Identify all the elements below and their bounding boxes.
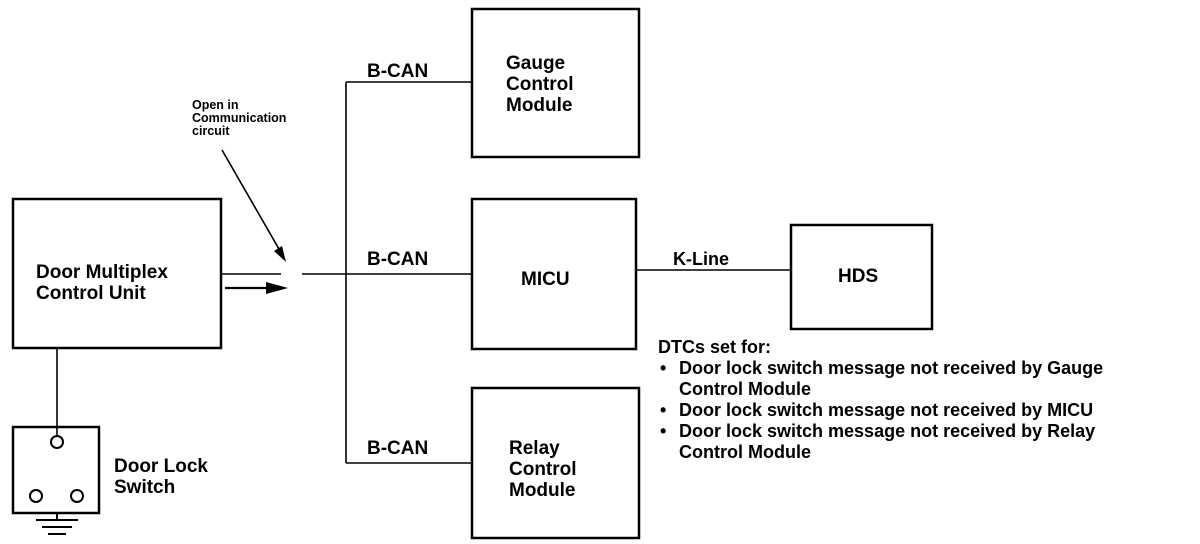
gauge-label-line3: Module: [506, 95, 573, 116]
switch-contact-left: [29, 489, 43, 503]
micu-label: MICU: [521, 269, 570, 290]
hds-label: HDS: [838, 266, 879, 287]
dtc-item-micu-line1: Door lock switch message not received by…: [679, 400, 1094, 420]
door-lock-switch-label-line2: Switch: [114, 477, 176, 498]
dtc-list: DTCs set for: • Door lock switch message…: [658, 337, 1103, 463]
relay-label: Relay Control Module: [509, 438, 577, 501]
door-multiplex-label-line2: Control Unit: [36, 283, 146, 304]
dtc-item-relay-line2: Control Module: [679, 442, 811, 462]
annotation-line3: circuit: [192, 124, 230, 138]
relay-label-line1: Relay: [509, 438, 560, 459]
kline-label: K-Line: [673, 249, 729, 269]
dtc-item-relay-line1: Door lock switch message not received by…: [679, 421, 1096, 441]
dtc-bullet: •: [660, 358, 667, 378]
door-multiplex-label: Door Multiplex Control Unit: [36, 262, 168, 304]
ground-icon: [36, 513, 78, 535]
dtc-heading: DTCs set for:: [658, 337, 772, 357]
message-arrow-head: [266, 282, 288, 294]
bcan-mid-label: B-CAN: [367, 249, 429, 270]
relay-label-line2: Control: [509, 459, 577, 480]
gauge-label-line1: Gauge: [506, 53, 566, 74]
switch-contact-top: [50, 435, 64, 449]
switch-contact-right: [70, 489, 84, 503]
door-lock-switch-label-line1: Door Lock: [114, 456, 208, 477]
gauge-label: Gauge Control Module: [506, 53, 574, 116]
relay-label-line3: Module: [509, 480, 576, 501]
dtc-bullet: •: [660, 400, 667, 420]
bcan-top-label: B-CAN: [367, 61, 429, 82]
bcan-bottom-label: B-CAN: [367, 438, 429, 459]
annotation-line1: Open in: [192, 98, 239, 112]
annotation-pointer: [221, 149, 284, 257]
door-lock-switch-label: Door Lock Switch: [114, 456, 208, 498]
gauge-label-line2: Control: [506, 74, 574, 95]
door-multiplex-label-line1: Door Multiplex: [36, 262, 168, 283]
dtc-item-gauge-line1: Door lock switch message not received by…: [679, 358, 1104, 378]
annotation-line2: Communication: [192, 111, 287, 125]
hds-box: [789, 223, 934, 331]
dtc-item-gauge-line2: Control Module: [679, 379, 811, 399]
gauge-box: [470, 7, 641, 159]
annotation-arrowhead: [274, 246, 286, 262]
open-circuit-annotation: Open in Communication circuit: [192, 99, 286, 138]
dtc-item-relay: • Door lock switch message not received …: [658, 421, 1103, 463]
dtc-item-micu: • Door lock switch message not received …: [658, 400, 1103, 421]
dtc-item-gauge: • Door lock switch message not received …: [658, 358, 1103, 400]
dtc-bullet: •: [660, 421, 667, 441]
